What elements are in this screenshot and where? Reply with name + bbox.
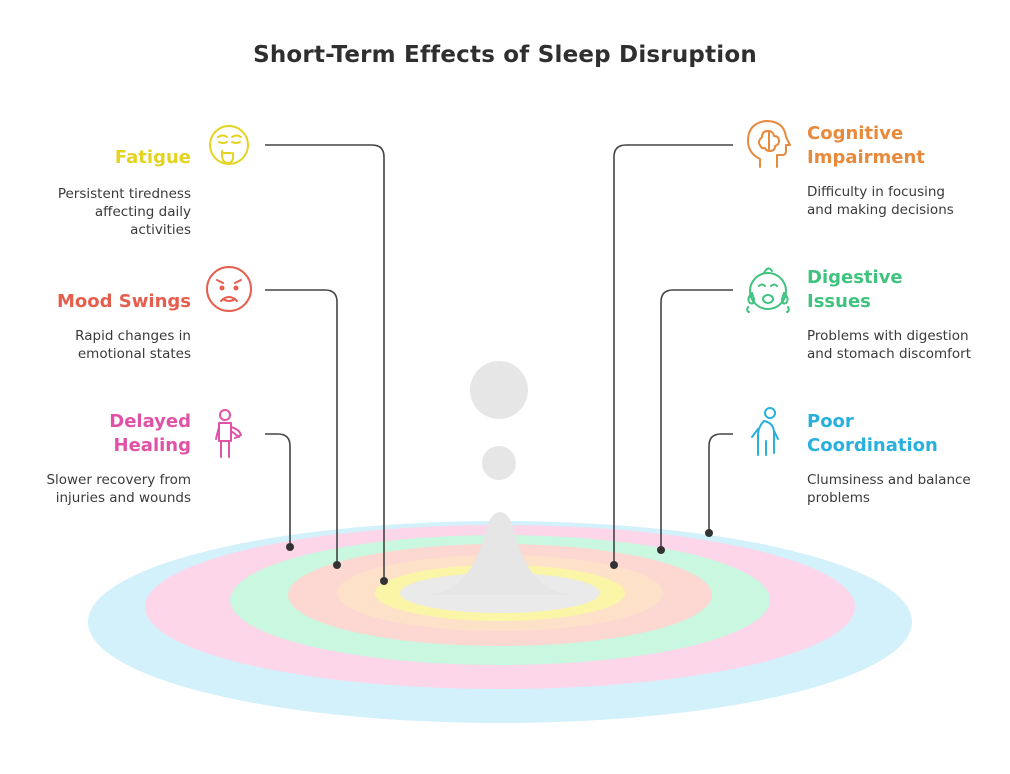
cognitive-desc-line-2: and making decisions	[807, 202, 954, 218]
healing-label-line-2: Healing	[113, 435, 191, 456]
fatigue-label: Fatigue	[114, 147, 191, 168]
connector-dots	[286, 529, 713, 585]
mood-desc-line-2: emotional states	[77, 346, 191, 362]
mood-swings-label: Mood Swings	[57, 291, 191, 312]
poor-coordination-label: Poor Coordination	[807, 410, 1002, 458]
dot-coordination	[705, 529, 713, 537]
delayed-healing-label: Delayed Healing	[20, 410, 191, 458]
coordination-label-line-2: Coordination	[807, 435, 938, 456]
cognitive-label-line-1: Cognitive	[807, 123, 904, 144]
digestive-label-line-2: Issues	[807, 291, 871, 312]
head-brain-icon	[747, 120, 791, 168]
digestive-issues-label: Digestive Issues	[807, 266, 1002, 314]
fatigue-desc-line-1: Persistent tiredness	[57, 186, 191, 202]
fatigue-desc-line-3: activities	[130, 222, 191, 238]
digestive-desc-line-2: and stomach discomfort	[807, 346, 972, 362]
fatigue-description: Persistent tiredness affecting daily act…	[10, 185, 191, 239]
splash-crown	[430, 512, 570, 595]
drop-small	[482, 446, 516, 480]
coordination-desc-line-2: problems	[807, 490, 870, 506]
sad-face-icon	[206, 266, 252, 312]
connector-mood	[265, 289, 338, 565]
page-title: Short-Term Effects of Sleep Disruption	[253, 42, 757, 68]
mood-desc-line-1: Rapid changes in	[75, 328, 191, 344]
digestive-issues-description: Problems with digestion and stomach disc…	[807, 327, 1002, 363]
coordination-label-line-1: Poor	[807, 411, 854, 432]
cognitive-label-line-2: Impairment	[807, 147, 925, 168]
healing-desc-line-2: injuries and wounds	[55, 490, 191, 506]
poor-coordination-description: Clumsiness and balance problems	[807, 471, 1002, 507]
digestive-desc-line-1: Problems with digestion	[807, 328, 969, 344]
connector-coordination	[708, 433, 733, 533]
dot-healing	[286, 543, 294, 551]
healing-desc-line-1: Slower recovery from	[46, 472, 191, 488]
injured-person-icon	[215, 409, 242, 458]
cognitive-impairment-label: Cognitive Impairment	[807, 122, 1002, 170]
coordination-desc-line-1: Clumsiness and balance	[807, 472, 971, 488]
water-drop	[430, 361, 570, 595]
cognitive-impairment-description: Difficulty in focusing and making decisi…	[807, 183, 1002, 219]
cognitive-desc-line-1: Difficulty in focusing	[807, 184, 945, 200]
mood-swings-description: Rapid changes in emotional states	[10, 327, 191, 363]
delayed-healing-description: Slower recovery from injuries and wounds	[10, 471, 191, 507]
fatigue-desc-line-2: affecting daily	[94, 204, 191, 220]
dot-digestive	[657, 546, 665, 554]
drop-large	[470, 361, 528, 419]
dot-cognitive	[610, 561, 618, 569]
connector-digestive	[660, 289, 733, 550]
dot-mood	[333, 561, 341, 569]
digestive-label-line-1: Digestive	[807, 267, 903, 288]
connectors	[265, 144, 733, 581]
connector-cognitive	[613, 144, 733, 565]
crying-baby-icon	[746, 267, 790, 313]
tired-face-icon	[209, 125, 249, 165]
connector-healing	[265, 433, 291, 547]
stumbling-person-icon	[751, 407, 779, 456]
connector-fatigue	[265, 144, 385, 581]
dot-fatigue	[380, 577, 388, 585]
healing-label-line-1: Delayed	[109, 411, 191, 432]
